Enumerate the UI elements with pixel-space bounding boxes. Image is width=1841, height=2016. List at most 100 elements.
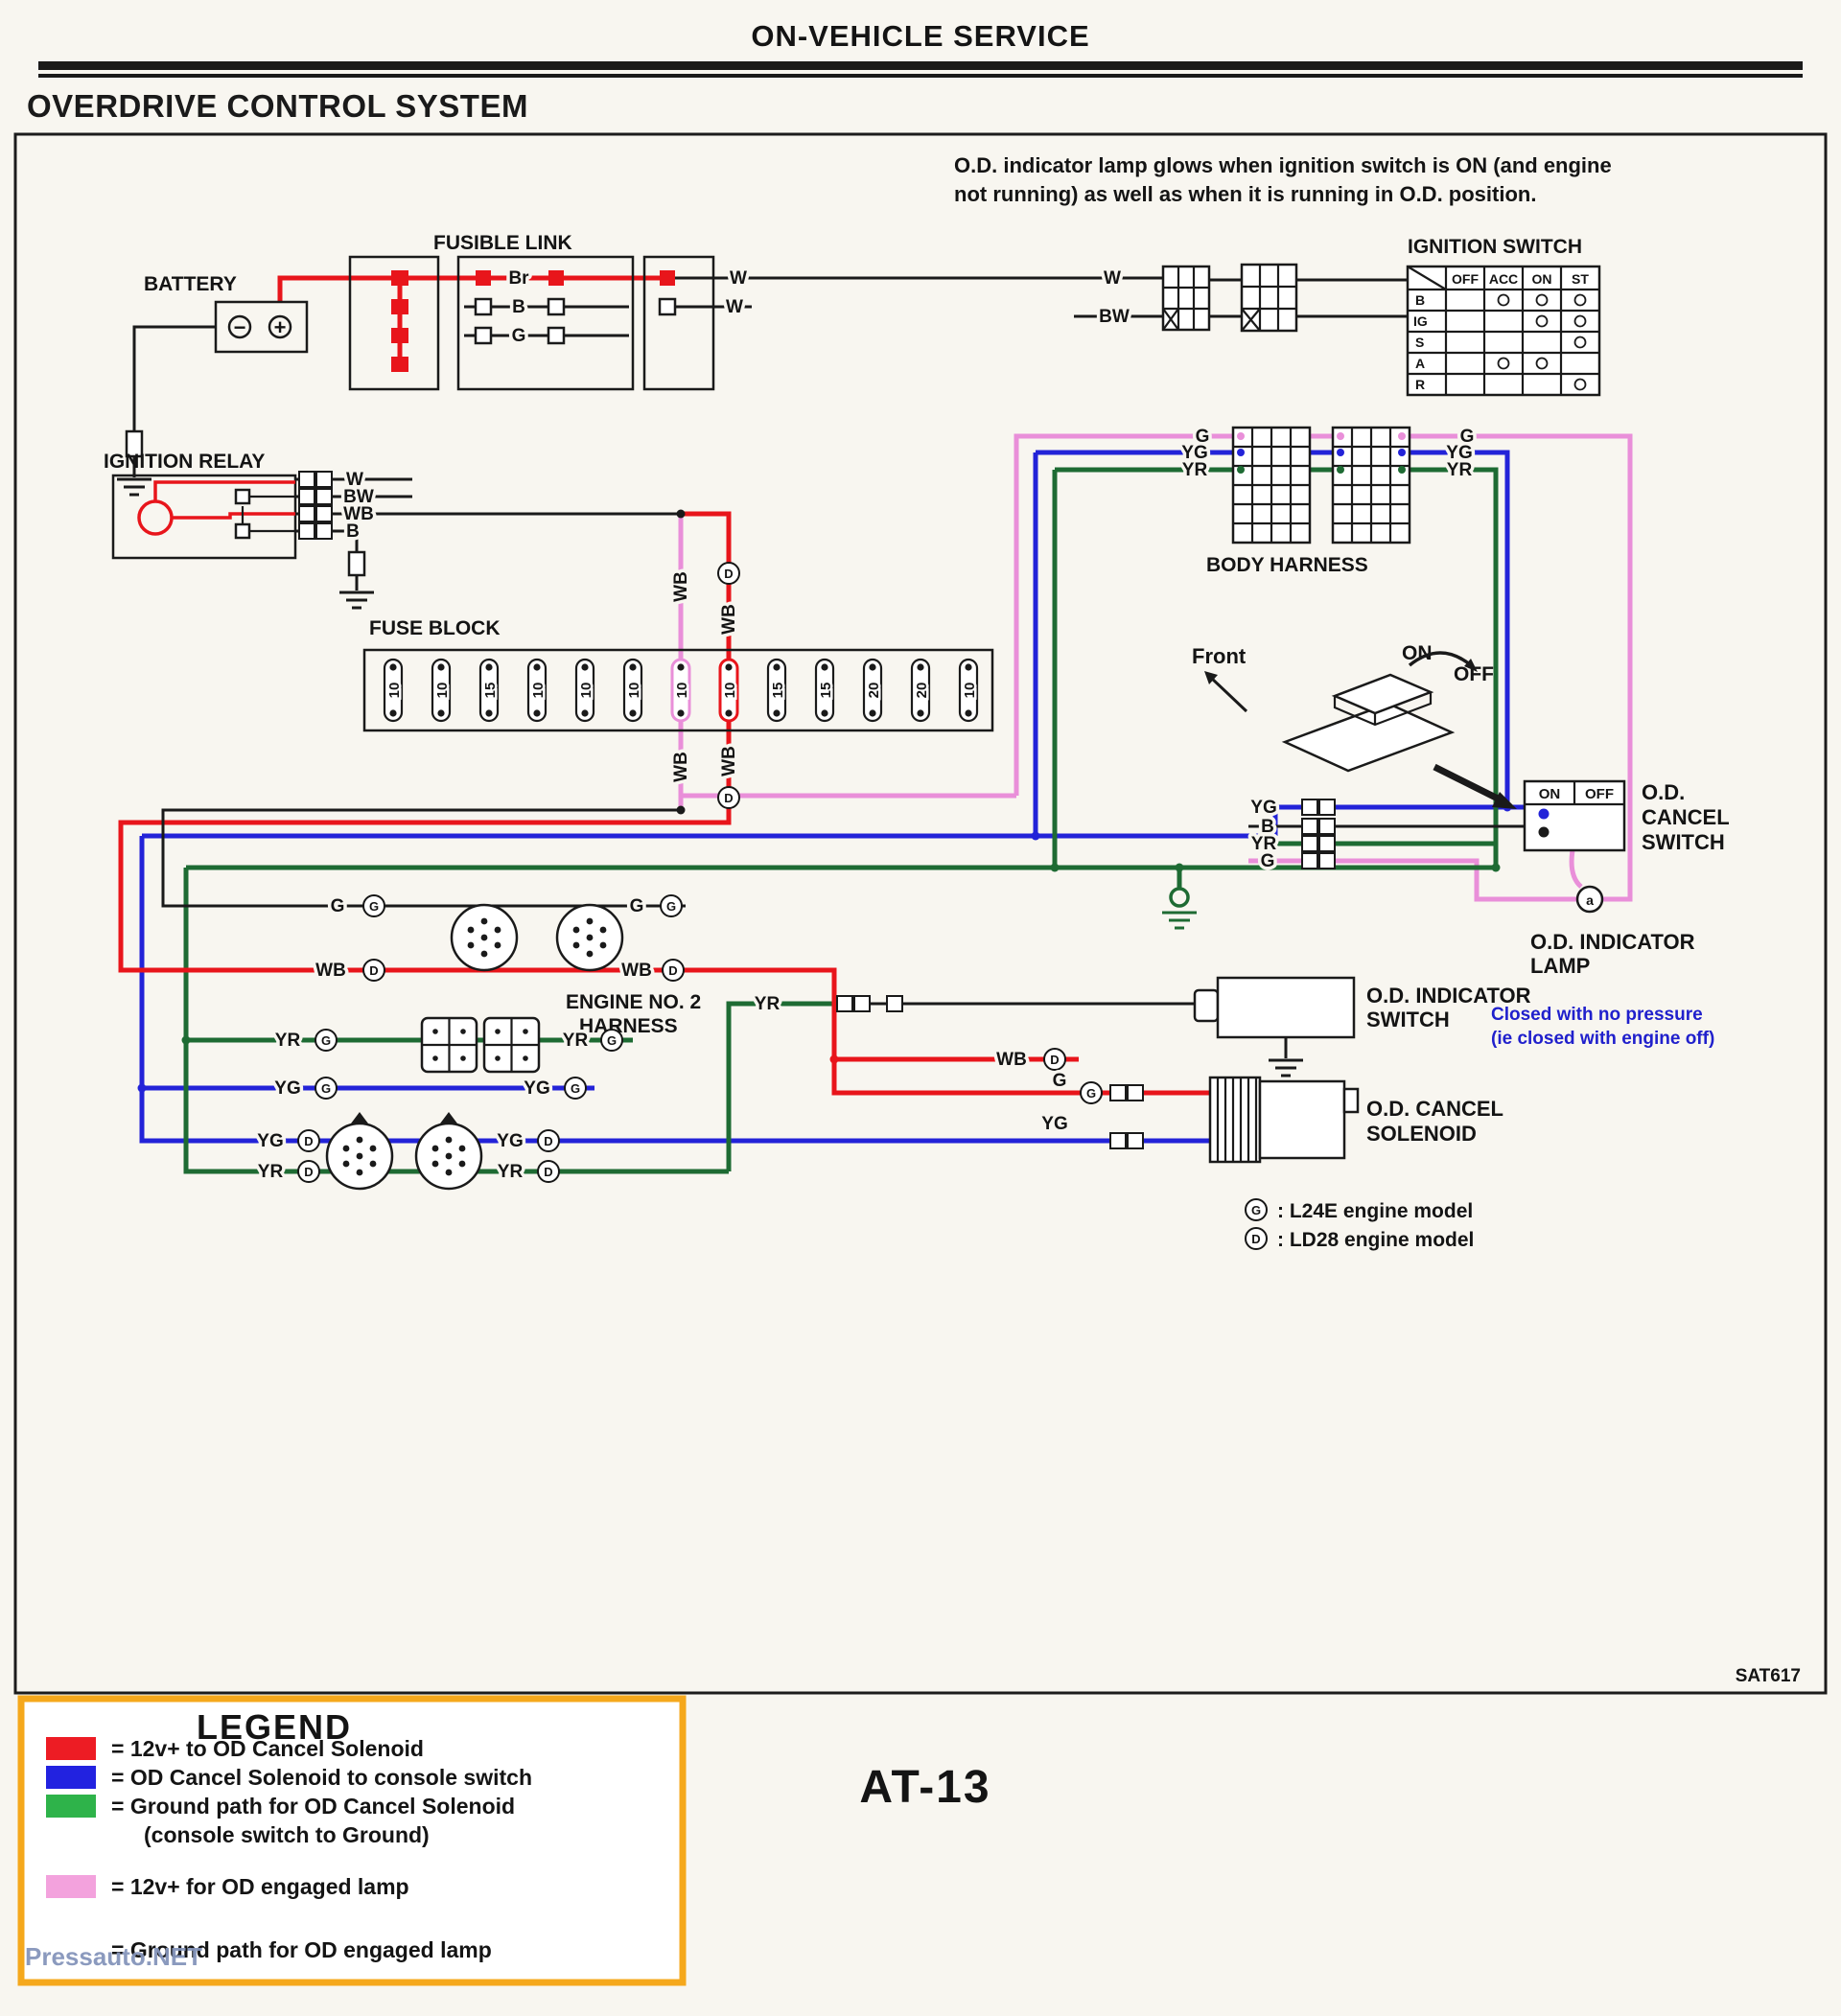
svg-text:D: D	[1251, 1232, 1260, 1246]
od-cancel-switch-label1: O.D.	[1642, 780, 1685, 804]
legend-swatch-red	[46, 1737, 96, 1760]
diagram-frame	[13, 132, 1828, 1695]
od-indicator-lamp-label2: LAMP	[1530, 954, 1590, 978]
key-circle-d: D	[662, 959, 685, 982]
svg-text:10: 10	[386, 683, 403, 699]
key-circle-d: D	[1245, 1227, 1268, 1250]
wire-label-b: B	[1261, 817, 1274, 837]
svg-text:G: G	[369, 899, 379, 914]
wire-label-br: Br	[508, 268, 529, 289]
key-circle-g: G	[362, 894, 385, 917]
annotation-line2: (ie closed with engine off)	[1491, 1029, 1714, 1049]
on-label: ON	[1402, 642, 1433, 664]
svg-text:20: 20	[914, 683, 930, 699]
legend-box	[17, 1695, 687, 1986]
svg-text:15: 15	[482, 683, 499, 699]
key-circle-d: D	[297, 1160, 320, 1183]
note-line1: O.D. indicator lamp glows when ignition …	[954, 153, 1612, 177]
svg-text:D: D	[544, 1165, 552, 1179]
fuse: 10	[622, 658, 645, 723]
toggle-arc-arrow	[1408, 651, 1473, 667]
fuse: 20	[862, 658, 885, 723]
fusible-link-label: FUSIBLE LINK	[433, 232, 572, 254]
wire-label-wb: WB	[719, 604, 739, 635]
legend-item3b: (console switch to Ground)	[144, 1822, 430, 1847]
diagram-ref: SAT617	[1736, 1666, 1801, 1686]
wire-label-bw: BW	[343, 487, 374, 507]
ignition-switch: IGNITION SWITCH OFF ACC ON ST B IG S A R	[1161, 236, 1601, 397]
svg-text:10: 10	[962, 683, 978, 699]
table-row-b: B	[1415, 292, 1425, 308]
wire-label-yg: YG	[1250, 798, 1276, 818]
svg-text:D: D	[369, 963, 378, 978]
od-indicator-lamp: a O.D. INDICATOR LAMP	[1530, 885, 1695, 978]
svg-text:D: D	[724, 791, 733, 805]
engine-model-key: G : L24E engine model D : LD28 engine mo…	[1245, 1198, 1474, 1251]
front-label: Front	[1192, 644, 1247, 668]
table-col-on: ON	[1532, 271, 1552, 287]
od-indicator-switch-body	[1216, 976, 1356, 1039]
switch-terminal-black	[1538, 826, 1550, 838]
ground-icon	[1160, 911, 1199, 930]
svg-text:15: 15	[818, 683, 834, 699]
fuse: 15	[766, 658, 789, 723]
key-circle-g: G	[1245, 1198, 1268, 1221]
wire-label-wb: WB	[315, 961, 346, 981]
table-row-s: S	[1415, 335, 1424, 350]
key-circle-d: D	[297, 1129, 320, 1152]
annotation-line1: Closed with no pressure	[1491, 1005, 1703, 1025]
wire-label-g: G	[1196, 427, 1210, 447]
legend-item2: = OD Cancel Solenoid to console switch	[111, 1765, 532, 1790]
switch-on-label: ON	[1539, 786, 1561, 802]
wire-label-yg: YG	[524, 1078, 549, 1099]
watermark: Pressauto.NET	[25, 1942, 202, 1971]
body-harness-label: BODY HARNESS	[1206, 554, 1368, 576]
wire-label-yg: YG	[257, 1131, 283, 1151]
wire-label-g: G	[1460, 427, 1475, 447]
svg-text:G: G	[607, 1033, 617, 1048]
red-wire-run	[118, 275, 1210, 1096]
fuse: 10	[958, 658, 981, 723]
key-circle-g: G	[564, 1077, 587, 1100]
battery-symbol	[214, 300, 309, 354]
key-circle-g: G	[315, 1077, 338, 1100]
wire-label-yr: YR	[258, 1162, 284, 1182]
ground-icon	[1267, 1058, 1305, 1078]
header-rule-thin	[38, 74, 1803, 78]
table-row-ig: IG	[1413, 313, 1428, 329]
svg-text:10: 10	[674, 683, 690, 699]
svg-text:G: G	[1251, 1203, 1261, 1217]
legend: LEGEND = 12v+ to OD Cancel Solenoid = OD…	[17, 1695, 687, 1986]
fuse-block: FUSE BLOCK 10 10 15 10 10 10 10 10 15 15…	[362, 617, 994, 732]
engine-model-d: : LD28 engine model	[1277, 1229, 1474, 1251]
svg-text:G: G	[571, 1081, 580, 1096]
fuse-pink-circuit: 10	[670, 658, 693, 723]
switch-base	[1281, 702, 1456, 773]
svg-text:D: D	[668, 963, 677, 978]
console-switch-illustration: Front ON OFF	[1192, 642, 1517, 809]
wire-label-w: W	[726, 297, 743, 317]
key-circle-d: D	[717, 786, 740, 809]
svg-text:G: G	[321, 1033, 331, 1048]
connector-grid	[1240, 263, 1298, 333]
od-cancel-switch-label2: CANCEL	[1642, 805, 1730, 829]
page-number: AT-13	[859, 1762, 990, 1813]
key-circle-d: D	[537, 1129, 560, 1152]
svg-text:10: 10	[722, 683, 738, 699]
wire-label-wb: WB	[671, 752, 691, 782]
wire-label-yr: YR	[1251, 834, 1277, 854]
od-cancel-solenoid-label2: SOLENOID	[1366, 1122, 1477, 1146]
wire-label-yr: YR	[563, 1031, 589, 1051]
svg-text:D: D	[1050, 1053, 1059, 1067]
fuse: 10	[526, 658, 549, 723]
page-title: ON-VEHICLE SERVICE	[751, 19, 1089, 53]
header: ON-VEHICLE SERVICE OVERDRIVE CONTROL SYS…	[27, 19, 1803, 124]
wire-label-yr: YR	[1447, 460, 1473, 480]
od-cancel-switch: YG B YR G ON OFF O.D. CANCEL SWITCH	[1160, 779, 1730, 930]
wire-label-yg: YG	[1041, 1114, 1067, 1134]
note-line2: not running) as well as when it is runni…	[954, 182, 1536, 206]
fuse: 10	[431, 658, 454, 723]
switch-knob	[1331, 673, 1434, 715]
wire-label-g: G	[630, 896, 644, 916]
wire-label-yr: YR	[1182, 460, 1208, 480]
